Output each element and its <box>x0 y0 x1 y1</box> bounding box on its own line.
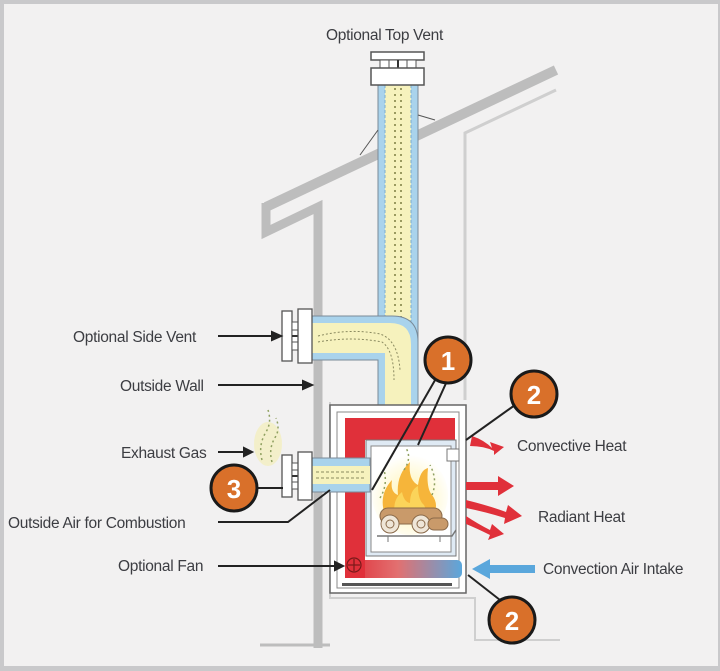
label-optional-top-vent: Optional Top Vent <box>326 27 444 44</box>
convective-heat-arrows <box>470 436 504 455</box>
label-convective-heat: Convective Heat <box>517 438 627 455</box>
badge-1[interactable]: 1 <box>423 335 473 385</box>
badge-2-top[interactable]: 2 <box>509 369 559 419</box>
logs-icon <box>377 507 457 542</box>
badge-3[interactable]: 3 <box>209 463 259 513</box>
badge-1-number: 1 <box>441 346 455 376</box>
radiant-heat-arrows <box>466 476 522 540</box>
side-vent-cap <box>281 308 313 364</box>
label-optional-side-vent: Optional Side Vent <box>73 329 197 346</box>
label-radiant-heat: Radiant Heat <box>538 509 626 526</box>
eave-outline <box>261 199 323 648</box>
convection-channel <box>345 560 462 578</box>
label-exhaust-gas: Exhaust Gas <box>121 445 207 462</box>
fan-icon <box>346 557 362 573</box>
interior-wall <box>463 88 557 400</box>
badge-2-top-number: 2 <box>527 380 541 410</box>
label-optional-fan: Optional Fan <box>118 558 203 575</box>
intake-arrow[interactable] <box>472 559 535 579</box>
combustion-air-pipe <box>281 451 371 501</box>
pointer-arrows <box>218 330 346 572</box>
top-vent-cap <box>370 51 425 86</box>
side-flue <box>311 315 419 421</box>
badge-3-number: 3 <box>227 474 241 504</box>
label-convection-air-intake: Convection Air Intake <box>543 561 683 578</box>
badge-2-bottom-number: 2 <box>505 606 519 636</box>
label-outside-air: Outside Air for Combustion <box>8 515 185 532</box>
label-outside-wall: Outside Wall <box>120 378 204 395</box>
hot-air-jacket <box>345 418 455 558</box>
exhaust-gas-icon <box>254 409 282 466</box>
badge-2-bottom[interactable]: 2 <box>487 595 537 645</box>
